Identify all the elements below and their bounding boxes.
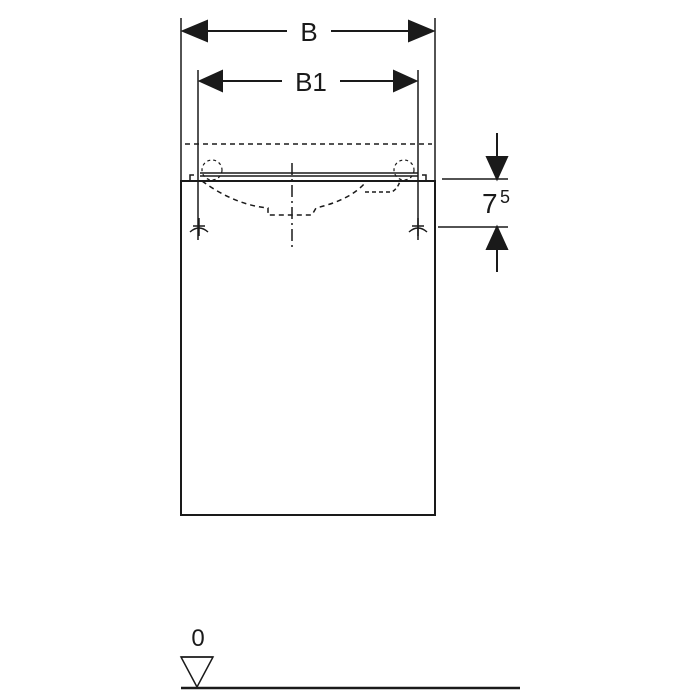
fixing-point-right bbox=[408, 218, 428, 236]
label-floor-zero: 0 bbox=[191, 625, 204, 652]
cabinet-body bbox=[180, 180, 436, 516]
fixing-point-left bbox=[189, 218, 209, 236]
label-b: B bbox=[300, 17, 317, 47]
dimension-height-75 bbox=[438, 133, 509, 272]
dimension-b bbox=[180, 18, 436, 180]
label-height-main: 7 bbox=[482, 188, 498, 219]
label-height-sup: 5 bbox=[500, 187, 510, 207]
floor-level-marker bbox=[179, 656, 520, 690]
dimension-b1 bbox=[197, 69, 419, 240]
label-b1: B1 bbox=[295, 67, 327, 97]
